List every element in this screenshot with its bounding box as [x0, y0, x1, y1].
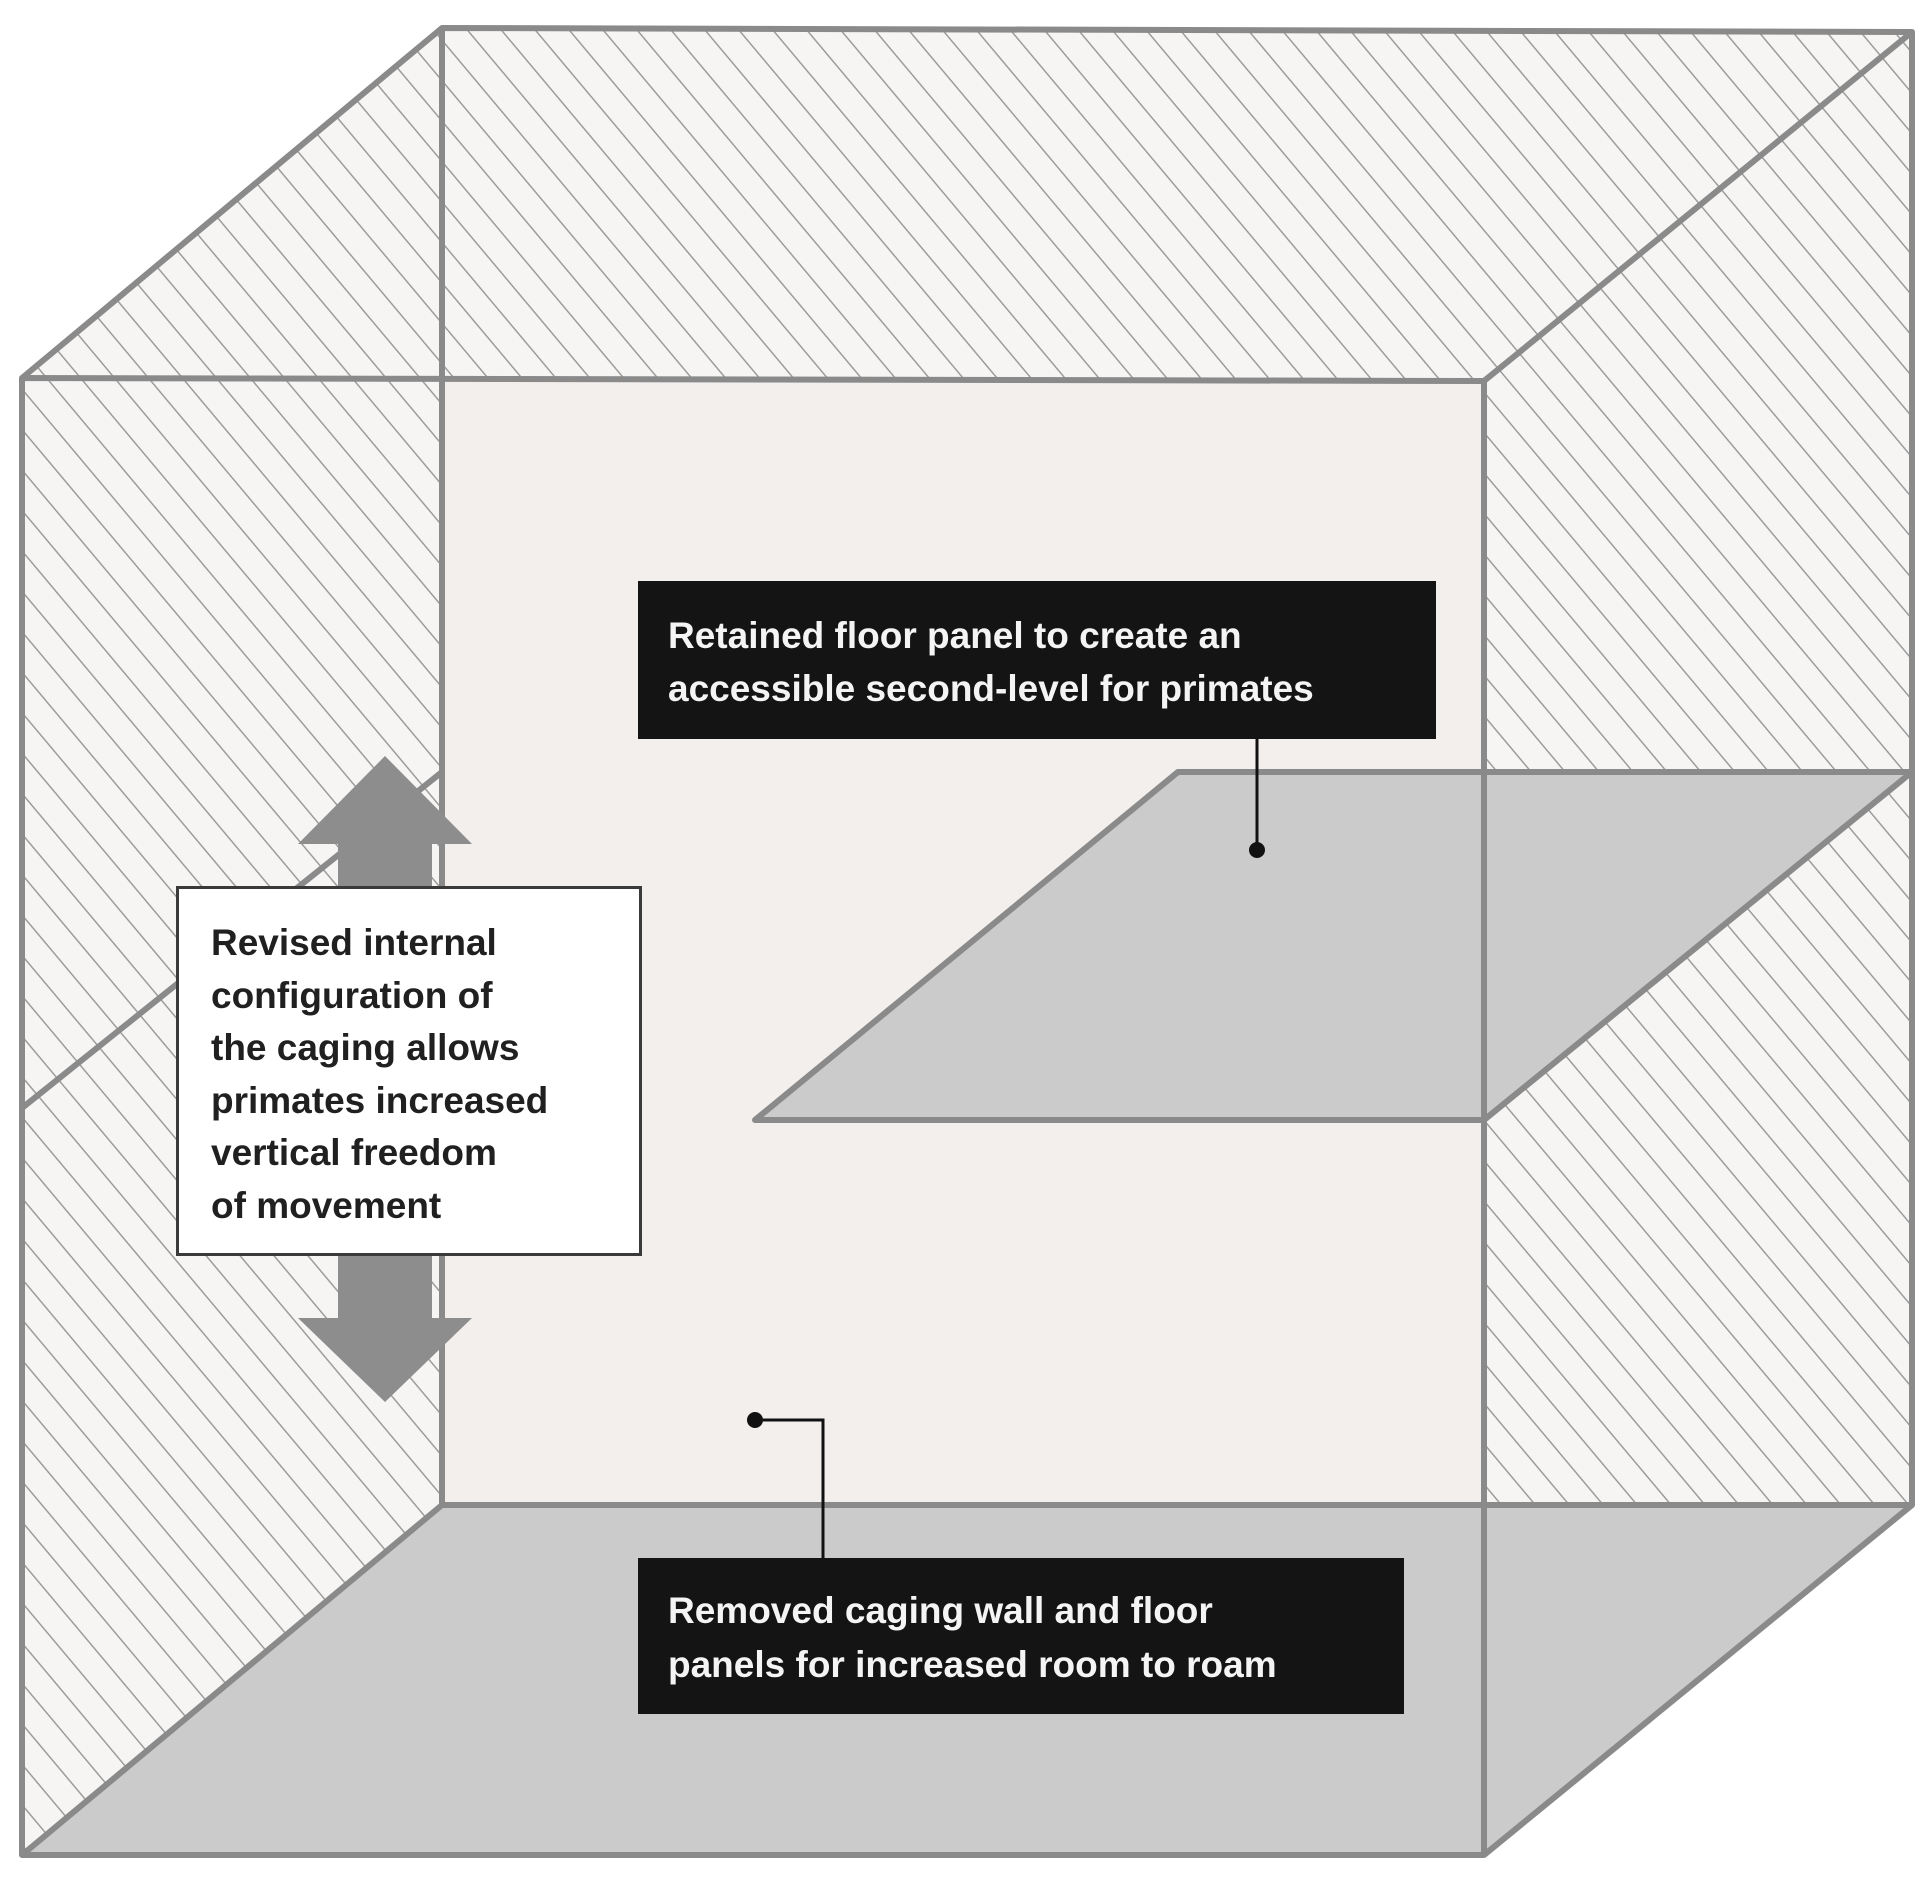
leader-lines: [755, 739, 1259, 1558]
revised-configuration-callout: Revised internal configuration of the ca…: [176, 886, 642, 1256]
edge-bottom-left: [20, 1502, 444, 1858]
removed-panels-text: Removed caging wall and floor panels for…: [668, 1590, 1277, 1685]
revised-configuration-text: Revised internal configuration of the ca…: [211, 922, 549, 1226]
leader-dot-retained: [1249, 842, 1265, 858]
retained-floor-panel-text: Retained floor panel to create an access…: [668, 615, 1314, 709]
leader-dot-removed: [747, 1412, 763, 1428]
edge-top-left: [20, 25, 444, 381]
removed-panels-callout: Removed caging wall and floor panels for…: [638, 1558, 1404, 1714]
edge-bottom-right: [1482, 1502, 1914, 1858]
leader-removed: [755, 1418, 825, 1558]
edge-top-right: [1482, 29, 1914, 384]
top-face-hatch: [22, 28, 1912, 381]
retained-floor-panel-callout: Retained floor panel to create an access…: [638, 581, 1436, 739]
